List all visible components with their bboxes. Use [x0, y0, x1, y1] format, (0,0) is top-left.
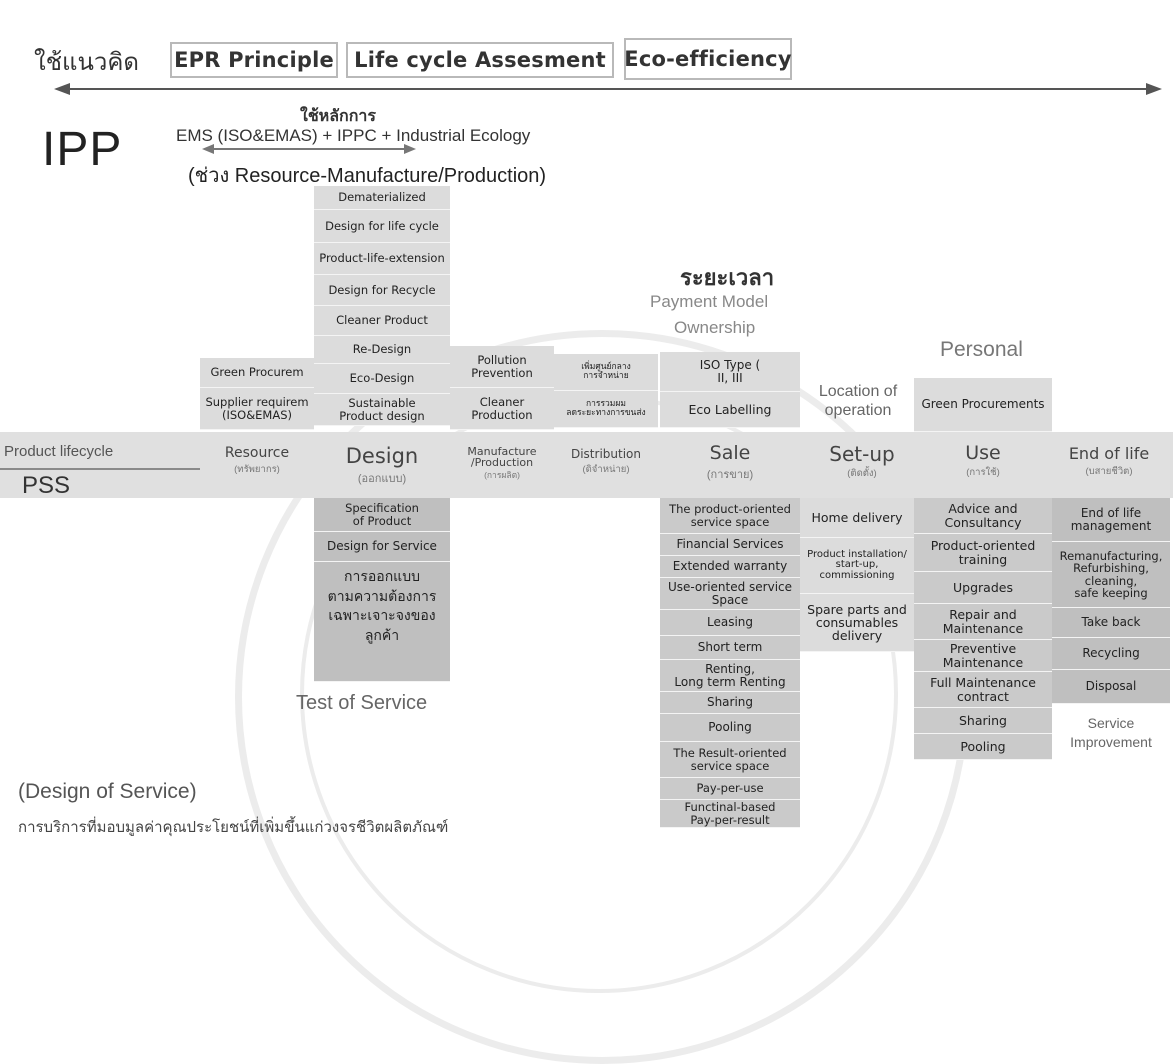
- eol-lower-cell: End of life management: [1052, 498, 1170, 542]
- resource-upper-cell: Green Procurem: [200, 358, 314, 388]
- use-lower-cell: Full Maintenance contract: [914, 672, 1052, 708]
- product-lifecycle-label: Product lifecycle: [4, 443, 114, 460]
- green-procurements-cell: Green Procurements: [914, 378, 1052, 432]
- design-lower-cell: การออกแบบ ตามความต้องการ เฉพาะเจาะจงของ …: [314, 562, 450, 682]
- sale-lower-cell: The product-oriented service space: [660, 498, 800, 534]
- service-improvement-label: Service Improvement: [1070, 715, 1152, 750]
- eco-labelling-cell: Eco Labelling: [660, 392, 800, 428]
- eol-lower-column: End of life management Remanufacturing, …: [1052, 498, 1170, 704]
- sale-lower-column: The product-oriented service space Finan…: [660, 498, 800, 828]
- stage-setup: Set-up (ติดตั้ง): [829, 442, 895, 479]
- personal-label: Personal: [940, 338, 1023, 361]
- design-of-service-label: (Design of Service): [18, 780, 197, 803]
- use-lower-cell: Sharing: [914, 708, 1052, 734]
- use-lower-column: Advice and Consultancy Product-oriented …: [914, 498, 1052, 760]
- use-lower-cell: Upgrades: [914, 572, 1052, 604]
- design-upper-cell: Eco-Design: [314, 364, 450, 394]
- use-lower-cell: Product-oriented training: [914, 534, 1052, 572]
- ipp-range-arrow: [202, 144, 416, 154]
- service-description: การบริการที่มอบมูลค่าคุณประโยชน์ที่เพิ่ม…: [18, 818, 449, 836]
- iso-type-cell: ISO Type ( II, III: [660, 352, 800, 392]
- principle-tag-lca: Life cycle Assesment: [346, 42, 614, 78]
- distribution-upper-column: เพิ่มศูนย์กลาง การจำหน่าย การรวมผม ลดระย…: [554, 354, 658, 428]
- design-lower-column: Specification of Product Design for Serv…: [314, 498, 450, 682]
- ownership-label: Ownership: [674, 318, 756, 337]
- sale-lower-cell: Extended warranty: [660, 556, 800, 578]
- stage-sale: Sale (การขาย): [706, 442, 754, 482]
- test-of-service-label: Test of Service: [296, 692, 428, 714]
- sale-lower-cell: Functinal-based Pay-per-result: [660, 800, 800, 828]
- eol-lower-cell: Recycling: [1052, 638, 1170, 670]
- design-upper-cell: Design for Recycle: [314, 275, 450, 306]
- stage-distribution: Distribution (ดิจำหน่าย): [570, 447, 641, 475]
- principle-tag-eco-efficiency: Eco-efficiency: [624, 38, 792, 80]
- sale-upper-column: ISO Type ( II, III Eco Labelling: [660, 352, 800, 428]
- ipp-range-label: (ช่วง Resource-Manufacture/Production): [188, 165, 547, 187]
- manufacture-upper-column: Pollution Prevention Cleaner Production: [450, 346, 554, 430]
- ipp-ems-line: EMS (ISO&EMAS) + IPPC + Industrial Ecolo…: [176, 126, 531, 145]
- distribution-upper-cell: เพิ่มศูนย์กลาง การจำหน่าย: [554, 354, 658, 391]
- design-upper-cell: Design for life cycle: [314, 210, 450, 243]
- sale-lower-cell: Sharing: [660, 692, 800, 714]
- manufacture-upper-cell: Cleaner Production: [450, 388, 554, 430]
- use-upper-column: Green Procurements: [914, 378, 1052, 432]
- resource-upper-column: Green Procurem Supplier requirem (ISO&EM…: [200, 358, 314, 430]
- sale-lower-cell: Renting, Long term Renting: [660, 660, 800, 692]
- design-lower-cell: Design for Service: [314, 532, 450, 562]
- design-upper-cell: Cleaner Product: [314, 306, 450, 336]
- ipp-principles-label: ใช้หลักการ: [300, 108, 376, 125]
- payment-model-label: Payment Model: [650, 292, 769, 311]
- sale-lower-cell: Leasing: [660, 610, 800, 636]
- setup-upper-label: Location of operation: [818, 383, 898, 420]
- setup-lower-column: Home delivery Product installation/ star…: [800, 498, 914, 652]
- stage-use: Use (การใช้): [965, 442, 1001, 479]
- eol-lower-cell: Disposal: [1052, 670, 1170, 704]
- sale-lower-cell: Use-oriented service Space: [660, 578, 800, 610]
- concept-label: ใช้แนวคิด: [34, 48, 139, 76]
- time-label: ระยะเวลา: [680, 265, 775, 290]
- concept-range-arrow: [54, 83, 1162, 95]
- sale-lower-cell: Short term: [660, 636, 800, 660]
- lifecycle-band-line: [0, 468, 200, 470]
- setup-lower-cell: Spare parts and consumables delivery: [800, 594, 914, 652]
- eol-lower-cell: Remanufacturing, Refurbishing, cleaning,…: [1052, 542, 1170, 608]
- use-lower-cell: Repair and Maintenance: [914, 604, 1052, 640]
- design-upper-cell: Sustainable Product design: [314, 394, 450, 426]
- principle-tag-epr: EPR Principle: [170, 42, 338, 78]
- resource-upper-cell: Supplier requirem (ISO&EMAS): [200, 388, 314, 430]
- sale-lower-cell: The Result-oriented service space: [660, 742, 800, 778]
- distribution-upper-cell: การรวมผม ลดระยะทางการขนส่ง: [554, 391, 658, 428]
- manufacture-upper-cell: Pollution Prevention: [450, 346, 554, 388]
- sale-lower-cell: Pooling: [660, 714, 800, 742]
- design-upper-cell: Dematerialized: [314, 186, 450, 210]
- stage-end-of-life: End of life (บสายชีวิต): [1068, 444, 1150, 478]
- stage-design: Design (ออกแบบ): [345, 444, 419, 486]
- setup-lower-cell: Product installation/ start-up, commissi…: [800, 538, 914, 594]
- use-lower-cell: Preventive Maintenance: [914, 640, 1052, 672]
- use-lower-cell: Pooling: [914, 734, 1052, 760]
- sale-lower-cell: Pay-per-use: [660, 778, 800, 800]
- eol-lower-cell: Take back: [1052, 608, 1170, 638]
- setup-lower-cell: Home delivery: [800, 498, 914, 538]
- design-upper-cell: Product-life-extension: [314, 243, 450, 275]
- design-upper-column: Dematerialized Design for life cycle Pro…: [314, 186, 450, 426]
- lifecycle-band: [0, 432, 1173, 498]
- pss-label: PSS: [22, 472, 71, 499]
- sale-lower-cell: Financial Services: [660, 534, 800, 556]
- use-lower-cell: Advice and Consultancy: [914, 498, 1052, 534]
- ipp-title: IPP: [42, 123, 123, 176]
- design-lower-cell: Specification of Product: [314, 498, 450, 532]
- stage-manufacture: Manufacture /Production (การผลิต): [467, 445, 537, 480]
- design-upper-cell: Re-Design: [314, 336, 450, 364]
- stage-resource: Resource (ทรัพยากร): [224, 445, 290, 475]
